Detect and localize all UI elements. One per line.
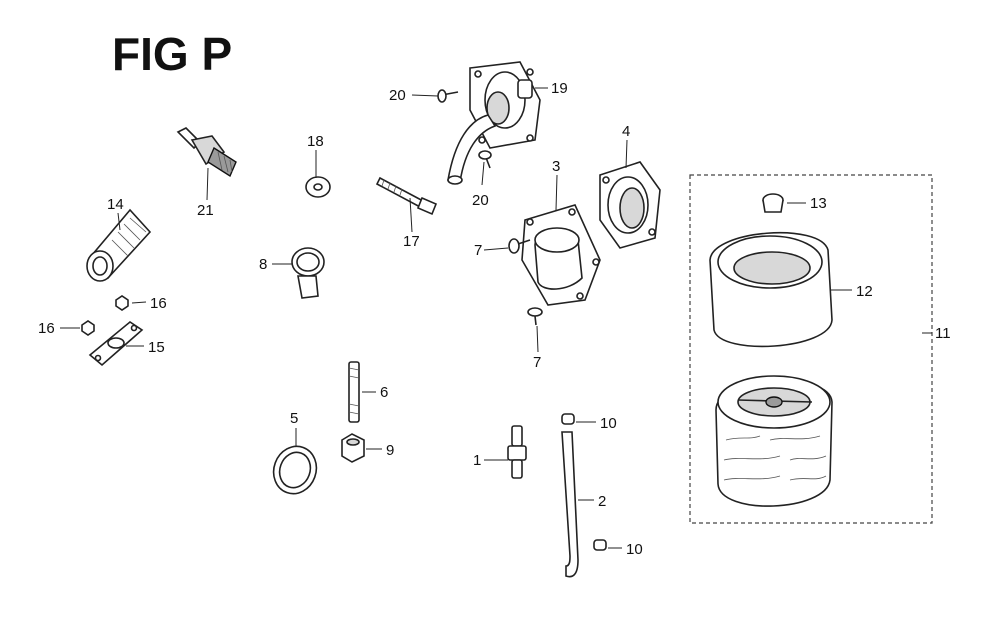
stud-bolt xyxy=(348,361,360,423)
callout-13: 13 xyxy=(810,195,827,212)
nut-9 xyxy=(341,433,365,463)
callout-14: 14 xyxy=(107,196,124,213)
figure-title: FIG P xyxy=(112,28,232,80)
grommet-13 xyxy=(762,193,784,213)
callout-1: 1 xyxy=(473,452,481,469)
callout-10b: 10 xyxy=(626,541,643,558)
callout-labels: 20 19 20 18 21 14 17 3 4 7 7 8 16 16 15 … xyxy=(38,80,951,558)
callout-3: 3 xyxy=(552,158,560,175)
screw-20b xyxy=(478,150,492,169)
gasket-15 xyxy=(88,321,144,367)
callout-16a: 16 xyxy=(150,295,167,312)
callout-10a: 10 xyxy=(600,415,617,432)
callout-16b: 16 xyxy=(38,320,55,337)
fuel-flange-pipe xyxy=(447,61,541,185)
washer xyxy=(305,176,331,198)
screw-20a xyxy=(437,89,459,103)
callout-15: 15 xyxy=(148,339,165,356)
gasket-ring xyxy=(599,161,661,249)
nut-16b xyxy=(81,320,95,336)
leader-lines xyxy=(60,87,932,549)
spark-plug xyxy=(176,127,237,178)
breather-tube xyxy=(86,208,152,282)
callout-9: 9 xyxy=(386,442,394,459)
callout-7b: 7 xyxy=(533,354,541,371)
cover-plate xyxy=(521,204,601,306)
callout-20a: 20 xyxy=(389,87,406,104)
fuel-tube xyxy=(561,431,579,578)
callout-12: 12 xyxy=(856,283,873,300)
callout-17: 17 xyxy=(403,233,420,250)
callout-5: 5 xyxy=(290,410,298,427)
callout-19: 19 xyxy=(551,80,568,97)
callout-20b: 20 xyxy=(472,192,489,209)
callout-21: 21 xyxy=(197,202,214,219)
clip-10a xyxy=(561,413,575,425)
callout-18: 18 xyxy=(307,133,324,150)
callout-7a: 7 xyxy=(474,242,482,259)
callout-8: 8 xyxy=(259,256,267,273)
clip-10b xyxy=(593,539,607,551)
callout-2: 2 xyxy=(598,493,606,510)
callout-4: 4 xyxy=(622,123,630,140)
o-ring xyxy=(272,445,318,495)
fuel-joint xyxy=(507,425,527,479)
screw-7b xyxy=(527,307,543,326)
pre-cleaner-foam xyxy=(709,232,833,348)
long-bolt xyxy=(375,176,438,216)
air-filter-group-box xyxy=(689,174,933,524)
callout-11: 11 xyxy=(935,325,951,342)
nut-16a xyxy=(115,295,129,311)
screw-7a xyxy=(508,238,531,254)
callout-6: 6 xyxy=(380,384,388,401)
hose-clamp xyxy=(291,247,325,299)
air-filter-element xyxy=(715,375,833,507)
